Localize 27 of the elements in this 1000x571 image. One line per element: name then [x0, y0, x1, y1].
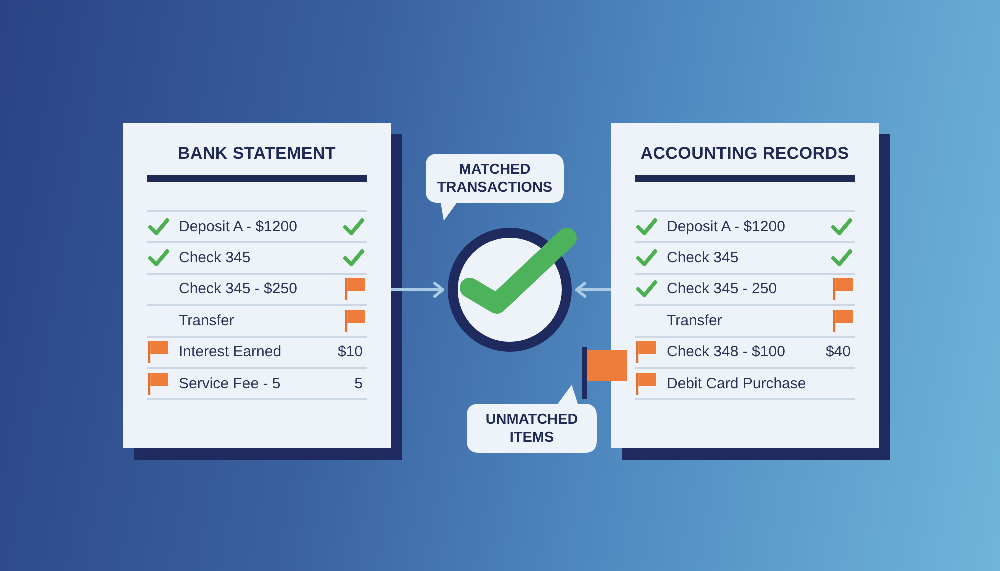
bubble-text: MATCHED TRANSACTIONS	[436, 160, 554, 196]
entry-text: Interest Earned	[179, 344, 282, 361]
entry-text: Debit Card Purchase	[667, 375, 806, 392]
speech-bubble	[466, 384, 598, 454]
entry-text: Transfer	[667, 312, 722, 330]
amount-text: $40	[826, 344, 851, 361]
entry-text: Check 345	[667, 250, 739, 267]
bubble-text: UNMATCHED ITEMS	[484, 410, 580, 446]
document-card	[611, 123, 879, 448]
amount-text: $10	[338, 344, 363, 361]
entry-text: Transfer	[179, 312, 234, 330]
document-title: BANK STATEMENT	[177, 144, 337, 164]
entry-text: Check 348 - $100	[667, 344, 786, 361]
entry-text: Check 345 - 250	[667, 280, 778, 298]
entry-text: Deposit A - $1200	[179, 218, 298, 236]
entry-text: Check 345 - $250	[179, 280, 298, 298]
entry-text: Check 345	[179, 250, 251, 267]
speech-bubble	[425, 154, 565, 222]
document-title: ACCOUNTING RECORDS	[640, 144, 850, 164]
arrow	[390, 282, 444, 298]
entry-text: Deposit A - $1200	[667, 218, 786, 236]
table-row	[147, 210, 367, 244]
table-row	[635, 210, 855, 244]
entry-text: Service Fee - 5	[179, 375, 281, 392]
arrow	[576, 282, 612, 298]
document-card	[123, 123, 391, 448]
amount-text: 5	[354, 375, 363, 392]
